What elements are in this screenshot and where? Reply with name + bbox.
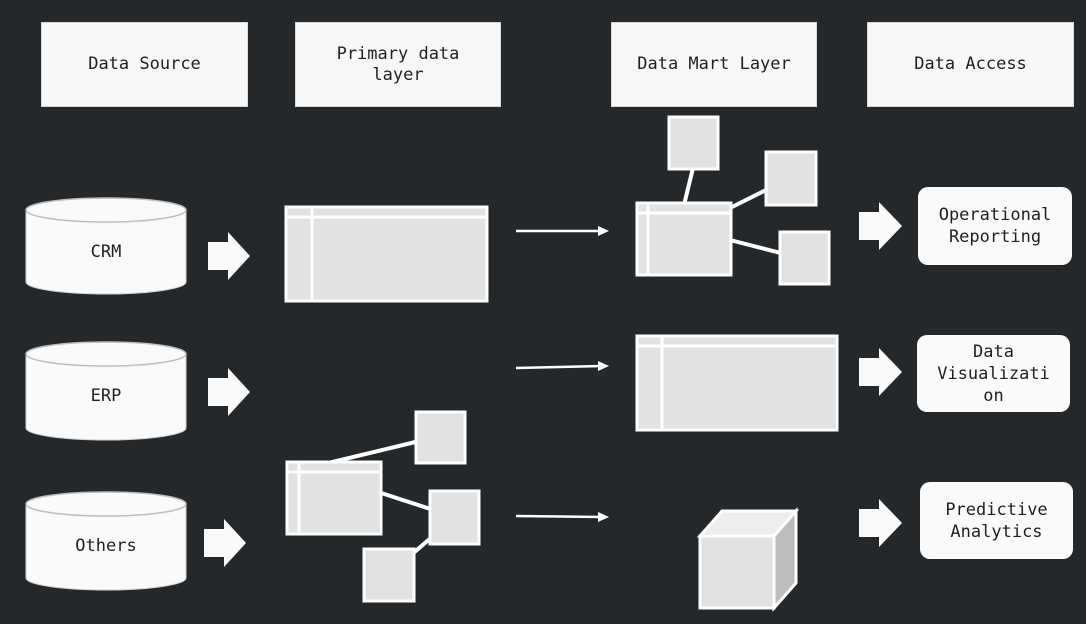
table-icon-mart [635, 334, 839, 432]
schema-icon-primary [285, 410, 481, 603]
source-label-others: Others [75, 536, 137, 556]
source-label-crm: CRM [90, 242, 122, 262]
right-arrow-icon [515, 361, 609, 371]
source-label-erp: ERP [90, 386, 122, 406]
right-arrow-icon [859, 499, 902, 547]
access-data-visualization-label: Data Visualizati on [937, 341, 1050, 406]
table-icon-primary [284, 205, 489, 303]
header-data-source: Data Source [41, 22, 248, 107]
right-arrow-icon [208, 368, 250, 416]
right-arrow-icon [516, 226, 609, 236]
access-operational-reporting-label: Operational Reporting [938, 205, 1052, 247]
header-primary-data-layer: Primary data layer [295, 22, 501, 107]
schema-icon-mart [635, 115, 831, 286]
right-arrow-icon [515, 512, 609, 522]
header-data-access-label: Data Access [914, 54, 1027, 74]
right-arrow-icon [859, 202, 902, 250]
cylinder-icon-erp [25, 341, 187, 441]
right-arrow-icon [859, 348, 902, 396]
header-data-mart-layer: Data Mart Layer [611, 22, 817, 107]
header-data-mart-layer-label: Data Mart Layer [637, 54, 791, 74]
cylinder-icon-others [25, 491, 187, 591]
right-arrow-icon [204, 519, 246, 567]
access-data-visualization: Data Visualizati on [917, 335, 1070, 412]
access-operational-reporting: Operational Reporting [918, 187, 1072, 265]
right-arrow-icon [208, 232, 250, 280]
header-data-access: Data Access [867, 22, 1074, 107]
cube-icon [696, 507, 800, 612]
cylinder-icon-crm [25, 197, 187, 295]
access-predictive-analytics-label: Predictive Analytics [945, 499, 1048, 542]
header-data-source-label: Data Source [88, 54, 201, 74]
header-primary-data-layer-label: Primary data layer [336, 43, 460, 85]
access-predictive-analytics: Predictive Analytics [920, 482, 1073, 559]
